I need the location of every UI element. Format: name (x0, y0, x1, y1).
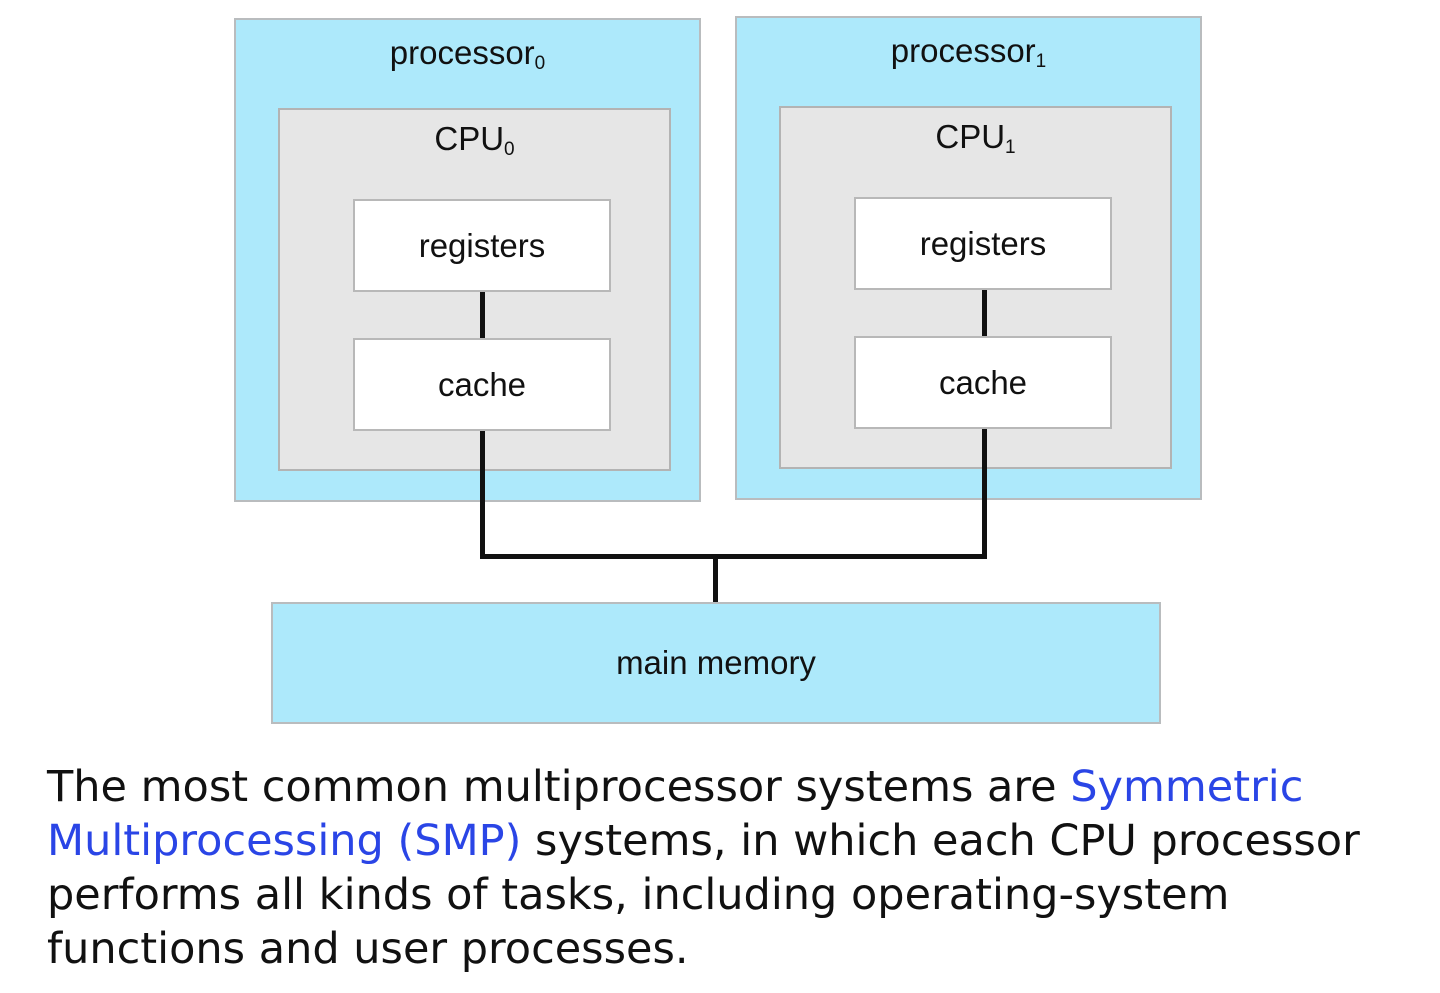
processor-1-name: processor (890, 32, 1036, 69)
cpu-1-subscript: 1 (1005, 137, 1016, 158)
caption-text: The most common multiprocessor systems a… (47, 760, 1432, 976)
cache-0-label: cache (437, 365, 527, 403)
cache-0-bus-drop (480, 431, 485, 558)
cache-1-label: cache (938, 363, 1028, 401)
processor-0-label: processor0 (236, 34, 699, 75)
cache-0-box: cache (353, 338, 611, 431)
cpu-0-label: CPU0 (280, 120, 669, 161)
memory-bus-link (713, 556, 718, 604)
processor-0-subscript: 0 (534, 53, 546, 74)
caption-before: The most common multiprocessor systems a… (47, 762, 1071, 812)
caption-term: Symmetric Multiprocessing (SMP) (47, 762, 1304, 866)
registers-cache-link-0 (480, 292, 485, 338)
main-memory-label: main memory (616, 644, 816, 681)
main-memory-box: main memory (271, 602, 1161, 724)
registers-1-label: registers (919, 224, 1047, 262)
cache-1-box: cache (854, 336, 1112, 429)
caption-after: systems, in which each CPU processor per… (47, 816, 1360, 974)
processor-1-subscript: 1 (1035, 51, 1047, 72)
cache-1-bus-drop (982, 429, 987, 558)
registers-0-box: registers (353, 199, 611, 292)
registers-cache-link-1 (982, 290, 987, 336)
system-bus (480, 554, 987, 559)
cpu-1-name: CPU (935, 118, 1006, 155)
registers-0-label: registers (418, 226, 546, 264)
cpu-1-label: CPU1 (781, 118, 1170, 159)
registers-1-box: registers (854, 197, 1112, 290)
cpu-0-name: CPU (434, 120, 505, 157)
smp-diagram: processor0 CPU0 registers cache processo… (234, 16, 1202, 724)
cpu-0-subscript: 0 (504, 139, 515, 160)
processor-1-label: processor1 (737, 32, 1200, 73)
processor-0-name: processor (389, 34, 535, 71)
